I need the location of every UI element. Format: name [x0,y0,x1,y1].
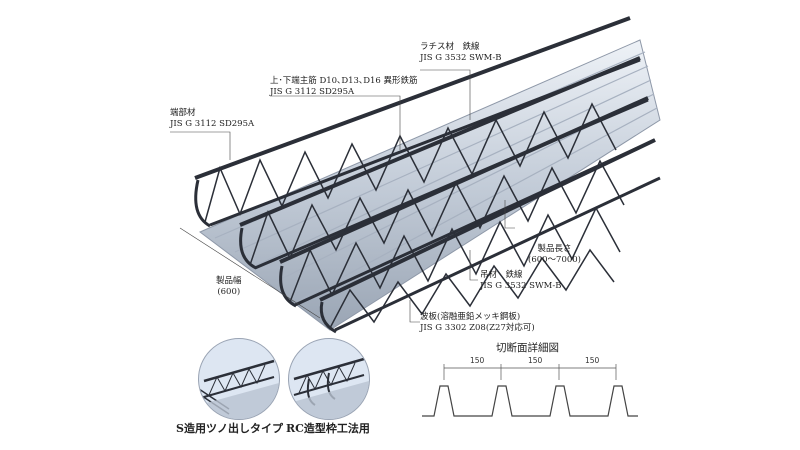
section-dim-2: 150 [528,356,543,365]
main-bar-label: 上･下端主筋 D10､D13､D16 異形鉄筋 JIS G 3112 SD295… [270,76,418,97]
lattice-label: ラチス材 鉄線 JIS G 3532 SWM-B [420,42,502,63]
s-type-truss-sketch [199,359,279,419]
rc-type-truss-sketch [289,357,369,419]
end-material-label: 端部材 JIS G 3112 SD295A [170,108,255,129]
rc-type-caption: RC造型枠工法用 [286,422,370,435]
section-profile [422,385,638,417]
section-detail-diagram [422,364,638,417]
leader-lines [170,69,515,323]
deck-plate-label: 波板(溶融亜鉛メッキ鋼板) JIS G 3302 Z08(Z27対応可) [420,312,535,333]
s-type-inset [198,338,280,420]
truss-rows [194,16,661,334]
hanger-label: 吊材 鉄線 JIS G 3532 SWM-B [480,270,562,291]
section-title: 切断面詳細図 [496,342,559,354]
section-dim-1: 150 [470,356,485,365]
length-label: 製品長さ (600〜7000) [528,244,581,265]
rc-type-inset [288,338,370,420]
section-dim-3: 150 [585,356,600,365]
s-type-caption: S造用ツノ出しタイプ [176,422,283,435]
width-label: 製品幅 (600) [216,276,242,297]
